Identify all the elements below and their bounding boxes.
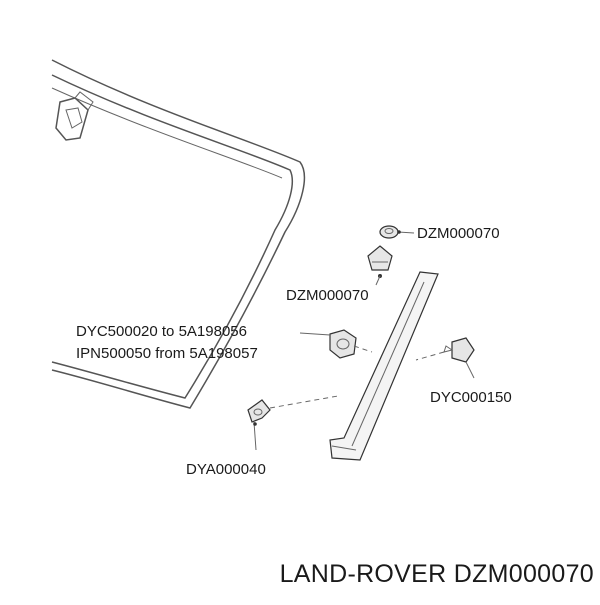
label-dzm000070-mid: DZM000070 xyxy=(286,287,369,304)
clip-dzm-mid xyxy=(367,245,393,286)
pillar-trim xyxy=(329,271,439,461)
footer-part-title: LAND-ROVER DZM000070 xyxy=(280,560,594,588)
label-dyc500020: DYC500020 to 5A198056 xyxy=(76,323,247,340)
clip-dyc000150 xyxy=(415,337,475,379)
label-ipn500050: IPN500050 from 5A198057 xyxy=(76,345,258,362)
label-dzm000070-top: DZM000070 xyxy=(417,225,500,242)
clip-dyc500020 xyxy=(299,329,373,359)
clip-dzm-top xyxy=(379,225,415,239)
mirror-mount xyxy=(55,91,94,141)
label-dyc000150: DYC000150 xyxy=(430,389,512,406)
clip-dya000040 xyxy=(247,395,339,451)
windscreen-frame xyxy=(51,59,306,409)
label-dya000040: DYA000040 xyxy=(186,461,266,478)
